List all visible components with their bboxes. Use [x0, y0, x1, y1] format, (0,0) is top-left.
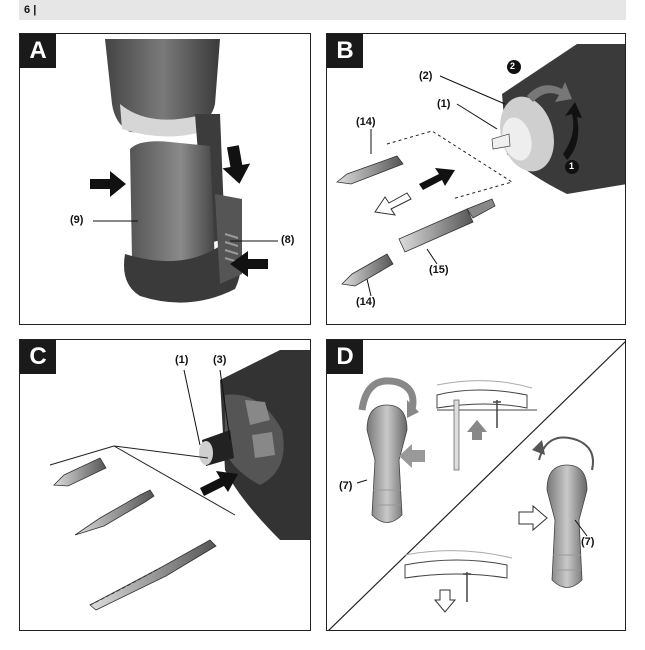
screw-out-arrow — [433, 589, 457, 613]
insert-arrow — [200, 471, 238, 496]
label-release-button: (8) — [281, 234, 295, 246]
label-chuck: (1) — [175, 354, 189, 366]
label-bit-top: (14) — [356, 116, 376, 128]
panel-letter-a: A — [20, 34, 56, 68]
panel-letter-d: D — [327, 340, 363, 374]
label-bit-bottom: (14) — [356, 296, 376, 308]
panel-letter-c: C — [20, 340, 56, 374]
figure-panel-c: C (1) (3) — [19, 339, 311, 631]
label-switch-left: (7) — [339, 480, 353, 492]
page-number: 6 | — [24, 4, 37, 16]
bit-holder-illustration — [336, 44, 625, 297]
label-holder: (15) — [429, 264, 449, 276]
push-arrow-left — [230, 251, 268, 277]
push-arrow-right — [90, 171, 126, 197]
drill-up-arrow — [467, 420, 487, 440]
label-ring: (2) — [419, 70, 433, 82]
bit-insertion-illustration — [49, 350, 310, 611]
figure-panel-a: A (9) (8) — [19, 33, 311, 325]
remove-arrow — [374, 192, 412, 216]
label-battery: (9) — [70, 214, 84, 226]
panel-letter-b: B — [327, 34, 363, 68]
label-collar: (3) — [213, 354, 227, 366]
step-1-marker: 1 — [569, 161, 575, 171]
rotate-arrow-ring — [527, 82, 572, 102]
battery-insertion-illustration — [90, 39, 278, 303]
direction-switch-illustration — [328, 341, 625, 630]
figure-panel-d: D (7) (7) — [326, 339, 626, 631]
label-chuck: (1) — [437, 98, 451, 110]
rotate-arrow-chuck — [563, 102, 582, 160]
rotate-arrow-left — [407, 400, 419, 418]
insert-arrow — [419, 168, 455, 190]
push-arrow-left-tool — [399, 444, 425, 468]
step-2-marker: 2 — [510, 61, 516, 71]
push-arrow-right-tool — [518, 504, 548, 532]
page-header: 6 | — [19, 0, 626, 20]
push-arrow-down — [222, 145, 251, 184]
rotate-arrow-right — [532, 440, 545, 455]
figure-panel-b: B (2) (1) (14) (15) (14) 2 1 — [326, 33, 626, 325]
label-switch-right: (7) — [581, 536, 595, 548]
